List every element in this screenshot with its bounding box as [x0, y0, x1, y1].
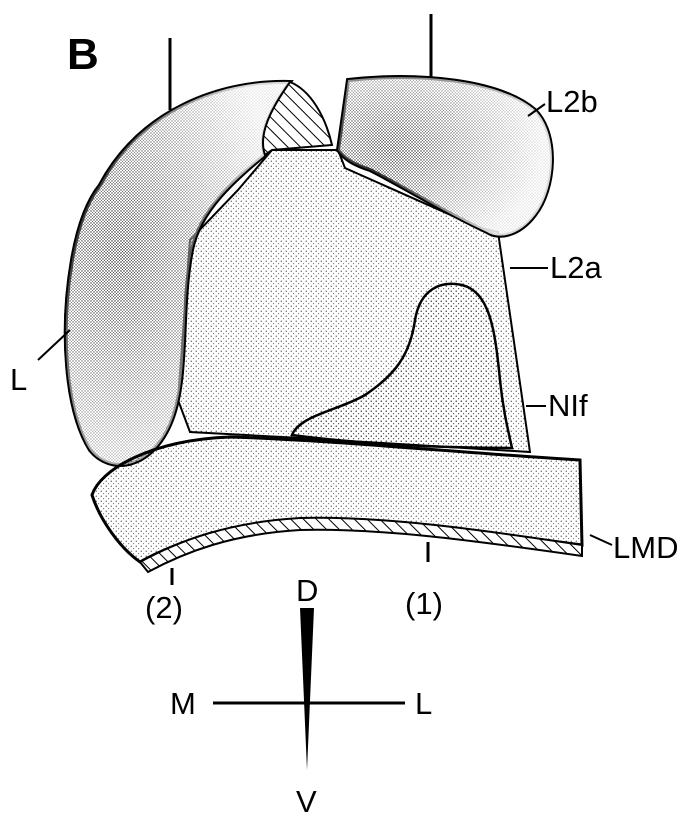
- label-l2b: L2b: [546, 84, 598, 119]
- compass-lateral: L: [415, 686, 432, 721]
- label-l2a: L2a: [550, 250, 602, 285]
- compass-dorsal: D: [296, 573, 318, 608]
- orientation-compass: D V M L: [170, 573, 432, 819]
- marker-2: (2): [145, 590, 183, 625]
- label-lmd: LMD: [613, 530, 678, 565]
- compass-medial: M: [170, 686, 196, 721]
- leader-lmd: [590, 535, 612, 545]
- label-l: L: [10, 362, 27, 397]
- compass-dv-wedge: [300, 608, 314, 770]
- label-nif: NIf: [548, 388, 588, 423]
- marker-1: (1): [405, 586, 443, 621]
- compass-ventral: V: [296, 784, 317, 819]
- panel-label: B: [67, 30, 99, 79]
